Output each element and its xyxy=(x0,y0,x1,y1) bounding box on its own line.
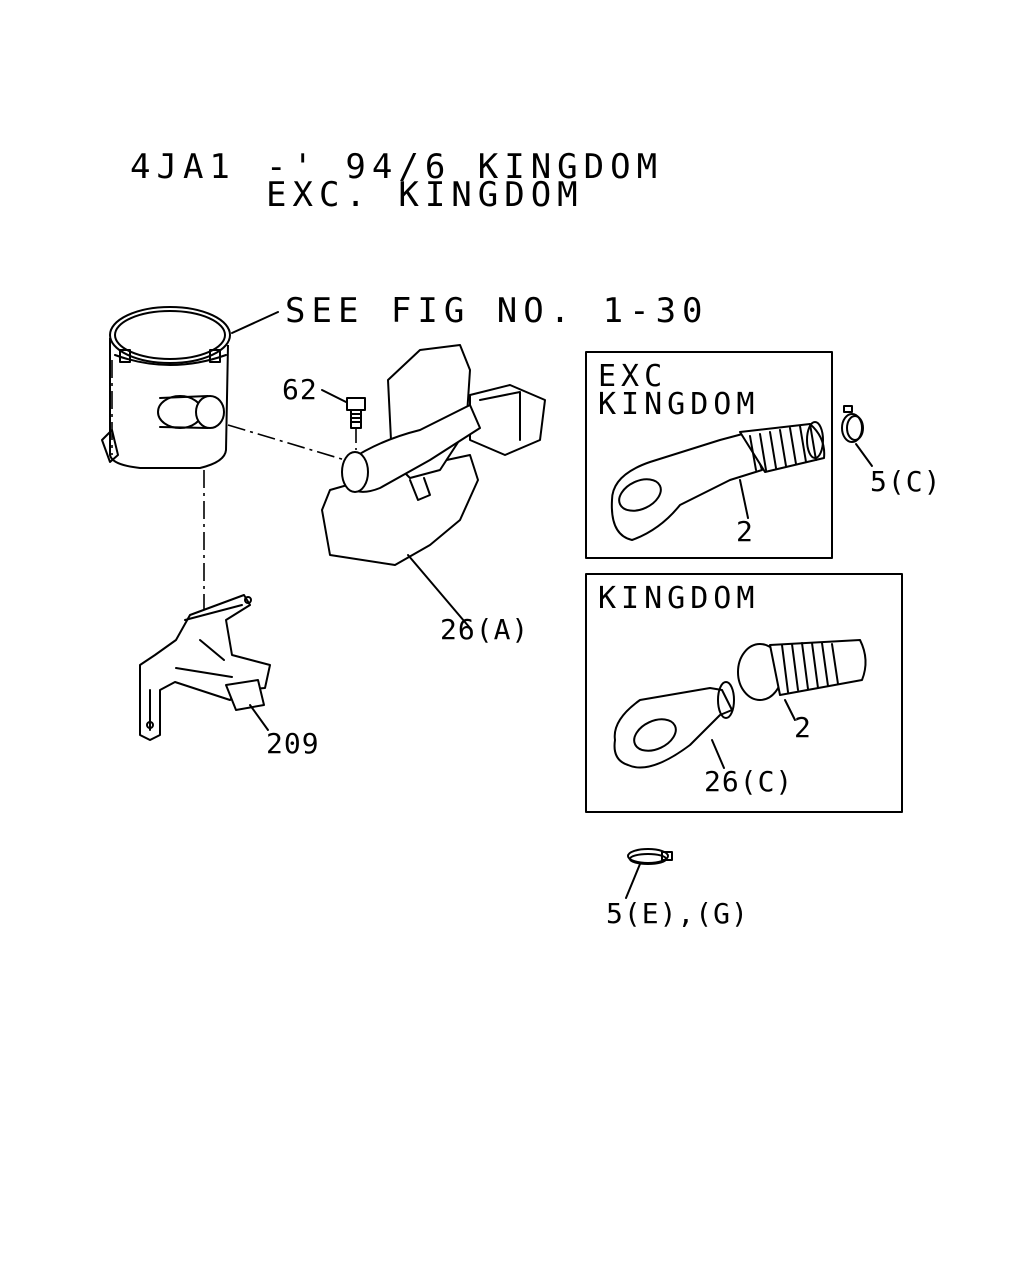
kingdom-box xyxy=(585,573,903,813)
callout-209: 209 xyxy=(266,727,320,760)
callout-2-exc: 2 xyxy=(736,515,754,548)
duct-26c xyxy=(613,681,735,769)
hose-2-kingdom xyxy=(737,639,867,721)
engine-code: 4JA1 xyxy=(130,147,236,187)
header-line-2: EXC. KINGDOM xyxy=(266,175,584,215)
intake-duct-26a xyxy=(321,344,546,629)
callout-5e-g: 5(E),(G) xyxy=(606,897,749,930)
callout-26a: 26(A) xyxy=(440,613,530,646)
clamp-5e-g xyxy=(625,848,673,899)
see-fig-reference: SEE FIG NO. 1-30 xyxy=(285,291,709,331)
header-line-1: -' 94/6 KINGDOM xyxy=(266,147,664,187)
callout-62: 62 xyxy=(282,373,318,406)
kingdom-box-title: KINGDOM xyxy=(598,581,760,616)
bracket-209 xyxy=(139,594,271,741)
callout-5c: 5(C) xyxy=(870,465,942,498)
exc-kingdom-box xyxy=(585,351,833,559)
leader-line xyxy=(231,311,279,334)
air-cleaner-housing xyxy=(101,306,231,469)
assembly-line xyxy=(227,424,346,461)
exc-box-title-1: EXC xyxy=(598,359,668,394)
bolt-62 xyxy=(321,389,366,429)
callout-26c: 26(C) xyxy=(704,765,794,798)
exc-box-title-2: KINGDOM xyxy=(598,387,760,422)
hose-2-exc xyxy=(610,421,826,541)
callout-2-kingdom: 2 xyxy=(794,711,812,744)
clamp-5c xyxy=(841,405,873,467)
